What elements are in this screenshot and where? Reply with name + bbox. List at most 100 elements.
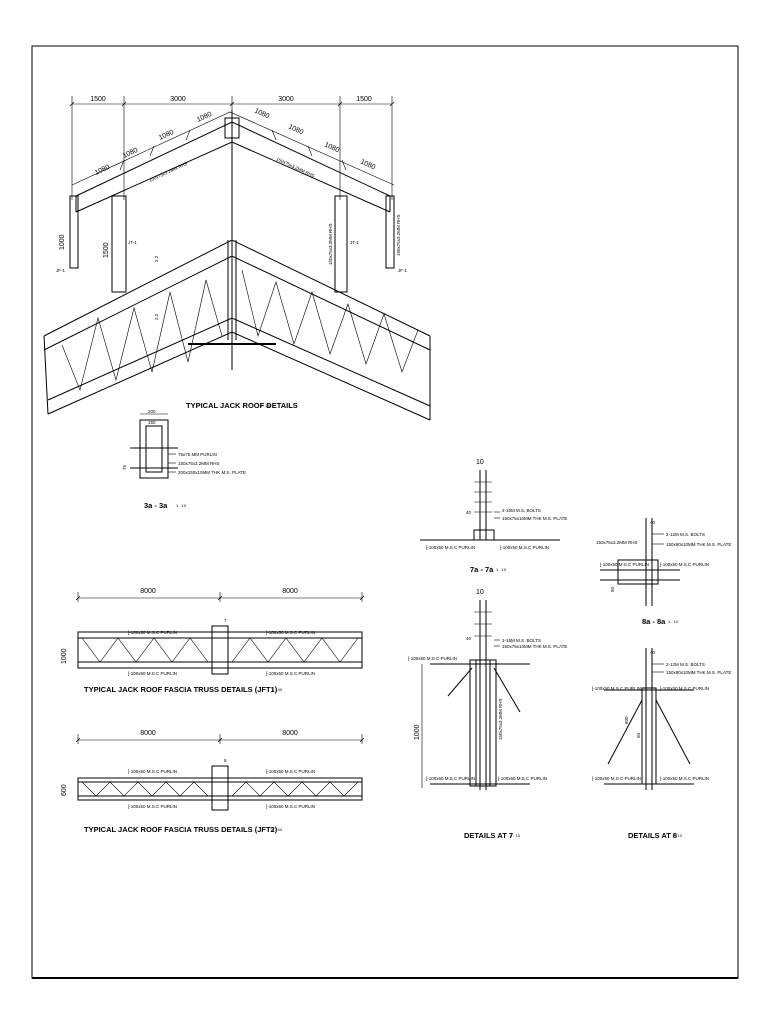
jft2-title: TYPICAL JACK ROOF FASCIA TRUSS DETAILS (… bbox=[84, 825, 278, 834]
jft1-title: TYPICAL JACK ROOF FASCIA TRUSS DETAILS (… bbox=[84, 685, 278, 694]
det8-purlin-4: [-100x50 M.S.C PURLIN bbox=[660, 776, 709, 781]
sec7a-dim-2: 40 bbox=[466, 510, 472, 515]
det7-note-1: 2-16M M.S. BOLTS bbox=[502, 638, 541, 643]
dim-slope-7: 1080 bbox=[323, 141, 340, 154]
sec8a-purlin-left: [-100x50 M.S.C PURLIN bbox=[600, 562, 649, 567]
jft1-scale: 1 : 40 bbox=[272, 687, 283, 692]
det7-title: DETAILS AT 7 bbox=[464, 831, 513, 840]
det7-dim-1: 10 bbox=[476, 589, 484, 596]
sec8a-purlin-right: [-100x50 M.S.C PURLIN bbox=[660, 562, 709, 567]
det8-purlin-1: [-100x50 M.S.C PURLIN bbox=[592, 686, 641, 691]
jack-roof-detail: 1500 3000 3000 1500 1080 1080 1080 1080 … bbox=[43, 96, 431, 421]
sec8a-member: 150x75x3.2MM RHS bbox=[596, 540, 638, 545]
jft2-marker: 8 bbox=[224, 758, 227, 763]
det8-dim-3: 600 bbox=[624, 716, 629, 724]
dim-top-2: 3000 bbox=[170, 96, 186, 103]
det7-purlin-3: [-100x50 M.S.C PURLIN bbox=[498, 776, 547, 781]
member-label-right: 150x75x3.2MM RHS bbox=[276, 156, 316, 178]
label-jt1-right: JT-1 bbox=[350, 240, 359, 245]
label-jf1-right: JF-1 bbox=[398, 268, 407, 273]
dim-left-post: 1500 bbox=[103, 242, 110, 258]
sec8a-dim-2: 50 bbox=[610, 586, 615, 592]
det7-dim-3: 1000 bbox=[414, 724, 421, 740]
slope-mark-a: 2.2 bbox=[154, 255, 159, 262]
sec3a-title: 3a - 3a bbox=[144, 501, 168, 510]
dim-left-height: 1000 bbox=[59, 234, 66, 250]
jft2-scale: 1 : 40 bbox=[272, 827, 283, 832]
jft2-dim-2: 8000 bbox=[282, 730, 298, 737]
sec3a-note-3: 200x150x10MM THK M.S. PLATE bbox=[178, 470, 246, 475]
det8-purlin-2: [-100x50 M.S.C PURLIN bbox=[660, 686, 709, 691]
dim-slope-3: 1080 bbox=[158, 129, 175, 142]
dim-slope-1: 1080 bbox=[94, 164, 111, 177]
jft1-purlin-4: [-100x50 M.S.C PURLIN bbox=[266, 671, 315, 676]
det7-purlin-1: [-100x50 M.S.C PURLIN bbox=[408, 656, 457, 661]
det7-note-3: 150x75x3.2MM RHS bbox=[498, 698, 503, 740]
sec7a-purlin-left: [-100x50 M.S.C PURLIN bbox=[426, 545, 475, 550]
sec3a-scale: 1 : 10 bbox=[176, 503, 187, 508]
jft2-truss: 8000 8000 600 8 [-100x50 M.S.C PURLIN [-… bbox=[61, 730, 365, 834]
label-jt1-left: JT-1 bbox=[128, 240, 137, 245]
dim-top-4: 1500 bbox=[356, 96, 372, 103]
det7-note-2: 150x75x10MM THK M.S. PLATE bbox=[502, 644, 567, 649]
detail-7: 10 40 1000 2-16M M.S. BOLTS 150x75x10MM … bbox=[408, 589, 567, 840]
sec3a-note-2: 150x75x3.2MM RHS bbox=[178, 461, 220, 466]
roof-title: TYPICAL JACK ROOF DETAILS bbox=[186, 401, 298, 410]
post-label-right: 150x75x3.2MM RHS bbox=[328, 223, 333, 265]
section-7a: 10 40 2-16M M.S. BOLTS 150x75x10MM THK M… bbox=[420, 459, 567, 574]
jft2-purlin-2: [-100x50 M.S.C PURLIN bbox=[266, 769, 315, 774]
jft1-height: 1000 bbox=[61, 648, 68, 664]
dim-top-1: 1500 bbox=[90, 96, 106, 103]
sec8a-note-2: 150x80x10MM THK M.S. PLATE bbox=[666, 542, 731, 547]
det8-title: DETAILS AT 8 bbox=[628, 831, 677, 840]
jft1-truss: 8000 8000 1000 7 [-100x50 M.S.C PURLIN [… bbox=[61, 588, 365, 694]
dim-slope-6: 1080 bbox=[287, 123, 304, 136]
sec3a-dim-3: 75 bbox=[122, 464, 127, 470]
post-label-far-right: 150x75x3.2MM RHS bbox=[396, 214, 401, 256]
jft1-dim-2: 8000 bbox=[282, 588, 298, 595]
dim-slope-4: 1080 bbox=[196, 111, 213, 124]
sec8a-dim-1: 40 bbox=[650, 520, 656, 525]
sec8a-note-1: 2-12M M.S. BOLTS bbox=[666, 532, 705, 537]
jft2-purlin-3: [-100x50 M.S.C PURLIN bbox=[128, 804, 177, 809]
det8-note-1: 2-12M M.S. BOLTS bbox=[666, 662, 705, 667]
jft2-purlin-1: [-100x50 M.S.C PURLIN bbox=[128, 769, 177, 774]
jft1-purlin-3: [-100x50 M.S.C PURLIN bbox=[128, 671, 177, 676]
slope-mark-b: 2.2 bbox=[154, 313, 159, 320]
sec3a-dim-1: 200 bbox=[148, 409, 156, 414]
det8-note-2: 150x80x10MM THK M.S. PLATE bbox=[666, 670, 731, 675]
jft1-dim-1: 8000 bbox=[140, 588, 156, 595]
section-8a: 40 50 2-12M M.S. BOLTS 150x80x10MM THK M… bbox=[596, 518, 731, 626]
sec3a-dim-2: 150 bbox=[148, 420, 156, 425]
jft2-dim-1: 8000 bbox=[140, 730, 156, 737]
sec7a-note-2: 150x75x10MM THK M.S. PLATE bbox=[502, 516, 567, 521]
dim-top-3: 3000 bbox=[278, 96, 294, 103]
detail-8: 40 50 600 2-12M M.S. BOLTS 150x80x10MM T… bbox=[592, 648, 731, 840]
jft1-purlin-2: [-100x50 M.S.C PURLIN bbox=[266, 630, 315, 635]
jft2-height: 600 bbox=[61, 784, 68, 796]
dim-slope-5: 1080 bbox=[253, 107, 270, 120]
det8-dim-2: 50 bbox=[636, 732, 641, 738]
det7-scale: 1 : 10 bbox=[510, 833, 521, 838]
roof-scale: 1 : 25 bbox=[260, 403, 271, 408]
section-3a: 200 150 75 75x75 MM PURLIN 150x75x3.2MM … bbox=[122, 409, 246, 510]
sec7a-purlin-right: [-100x50 M.S.C PURLIN bbox=[500, 545, 549, 550]
sec8a-title: 8a - 8a bbox=[642, 617, 666, 626]
sec8a-scale: 1 : 10 bbox=[668, 619, 679, 624]
sec7a-dim-1: 10 bbox=[476, 459, 484, 466]
jft1-purlin-1: [-100x50 M.S.C PURLIN bbox=[128, 630, 177, 635]
det8-purlin-3: [-100x50 M.S.C PURLIN bbox=[592, 776, 641, 781]
sec3a-note-1: 75x75 MM PURLIN bbox=[178, 452, 217, 457]
sec7a-scale: 1 : 10 bbox=[496, 567, 507, 572]
det7-purlin-2: [-100x50 M.S.C PURLIN bbox=[426, 776, 475, 781]
sec7a-title: 7a - 7a bbox=[470, 565, 494, 574]
jft2-purlin-4: [-100x50 M.S.C PURLIN bbox=[266, 804, 315, 809]
det8-dim-1: 40 bbox=[650, 650, 656, 655]
det7-dim-2: 40 bbox=[466, 636, 472, 641]
dim-slope-8: 1080 bbox=[359, 158, 376, 171]
sec7a-note-1: 2-16M M.S. BOLTS bbox=[502, 508, 541, 513]
label-jf1-left: JF-1 bbox=[56, 268, 65, 273]
member-label-left: 150x75x3.2MM RHS bbox=[148, 161, 188, 183]
jft1-marker: 7 bbox=[224, 618, 227, 623]
